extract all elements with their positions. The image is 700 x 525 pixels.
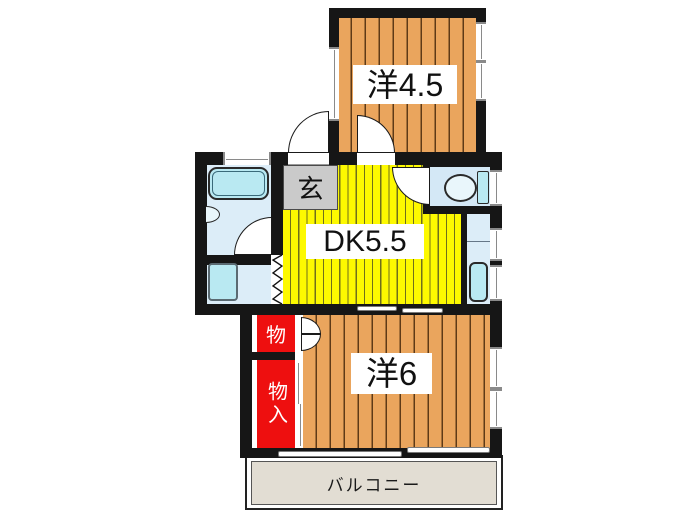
window-symbol (329, 47, 339, 121)
dk-label-box: DK5.5 (306, 224, 424, 259)
toilet-tank-icon (477, 171, 489, 204)
washing-machine-icon (208, 263, 238, 301)
western6-label: 洋6 (365, 355, 418, 392)
entrance-area (283, 165, 338, 210)
wall (195, 255, 273, 265)
balcony-label-box: バルコニー (251, 461, 497, 505)
western45-label: 洋4.5 (366, 66, 444, 103)
sliding-door-symbol (407, 447, 490, 453)
bathtub-icon (208, 167, 269, 200)
closet-box: 物入 (257, 360, 295, 448)
balcony-label: バルコニー (326, 475, 422, 495)
sliding-door-line (298, 363, 299, 404)
window-symbol (476, 22, 486, 62)
entrance-label-box: 玄 (283, 165, 338, 210)
window-symbol (490, 170, 502, 206)
window-symbol (490, 265, 502, 301)
window-symbol (490, 228, 502, 261)
closet-label: 物入 (264, 381, 287, 427)
window-symbol (476, 61, 486, 101)
sliding-door-symbol (278, 451, 402, 457)
kitchen-counter-divider (467, 241, 491, 242)
window-symbol (223, 152, 271, 165)
dk-label: DK5.5 (323, 224, 407, 258)
window-symbol (490, 347, 502, 389)
doorway (357, 152, 395, 165)
accordion-door-symbol (271, 255, 283, 304)
storage-label: 物 (266, 325, 286, 347)
wall (271, 164, 283, 256)
toilet-icon (444, 174, 477, 202)
western45-label-box: 洋4.5 (353, 65, 457, 104)
entrance-door-swing-symbol (288, 111, 329, 153)
sliding-door-line (300, 404, 301, 446)
storage-box: 物 (257, 315, 295, 352)
window-symbol (490, 389, 502, 429)
sliding-door-symbol (357, 306, 397, 311)
sliding-door-symbol (402, 308, 443, 313)
wall (329, 152, 486, 165)
kitchen-counter-edge (461, 206, 467, 305)
wall (252, 352, 303, 360)
wall (240, 304, 252, 458)
entrance-label: 玄 (297, 174, 324, 204)
wall (329, 8, 486, 18)
bathtub-inner (212, 171, 265, 196)
wall (423, 206, 502, 214)
wall (195, 304, 502, 315)
western6-label-box: 洋6 (351, 353, 432, 394)
entrance-doorway (288, 152, 329, 165)
wall (195, 152, 207, 304)
kitchen-sink-icon (469, 262, 488, 302)
closet-sliding-door-symbol (295, 315, 303, 448)
balcony-deck (251, 461, 497, 505)
